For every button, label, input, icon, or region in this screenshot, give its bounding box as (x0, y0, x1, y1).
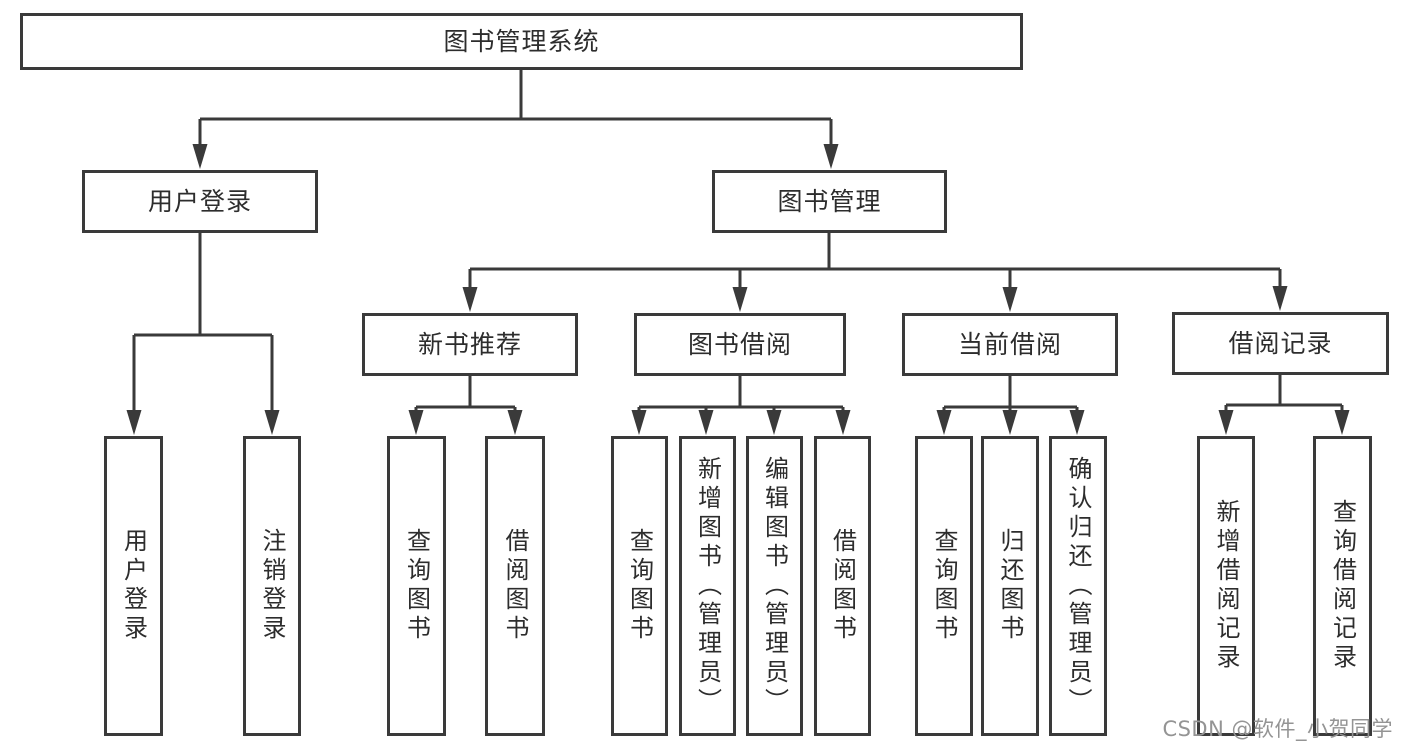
arrow-down-icon (631, 410, 647, 435)
arrow-down-icon (835, 410, 851, 435)
arrow-down-icon (1069, 410, 1085, 435)
node-leaf-borrow-books-1: 借阅图书 (485, 436, 545, 736)
node-label: 注销登录 (258, 528, 286, 644)
node-leaf-edit-book-admin: 编辑图书（管理员） (746, 436, 803, 736)
node-label: 图书借阅 (687, 329, 792, 359)
node-label: 图书管理系统 (443, 26, 600, 56)
arrow-down-icon (698, 410, 714, 435)
node-leaf-query-borrow-record: 查询借阅记录 (1313, 436, 1372, 736)
node-label: 查询图书 (402, 528, 431, 644)
node-new-book-recommend: 新书推荐 (362, 313, 578, 376)
arrow-down-icon (1218, 410, 1234, 435)
node-leaf-user-login: 用户登录 (104, 436, 163, 736)
arrow-down-icon (1002, 410, 1018, 435)
node-leaf-borrow-books-2: 借阅图书 (814, 436, 871, 736)
node-label: 编辑图书（管理员） (760, 455, 789, 717)
node-leaf-query-books-3: 查询图书 (915, 436, 973, 736)
node-leaf-add-book-admin: 新增图书（管理员） (679, 436, 736, 736)
node-leaf-query-books-2: 查询图书 (611, 436, 668, 736)
node-book-borrowing: 图书借阅 (634, 313, 846, 376)
node-user-login: 用户登录 (82, 170, 318, 233)
arrow-down-icon (507, 410, 523, 435)
arrow-down-icon (264, 410, 280, 435)
node-label: 新书推荐 (417, 329, 522, 359)
node-current-borrowing: 当前借阅 (902, 313, 1118, 376)
node-label: 当前借阅 (957, 329, 1062, 359)
node-leaf-return-books: 归还图书 (981, 436, 1039, 736)
node-label: 借阅图书 (501, 528, 529, 644)
node-book-management: 图书管理 (712, 170, 947, 233)
arrow-down-icon (462, 287, 478, 312)
node-label: 归还图书 (996, 528, 1024, 644)
node-borrowing-records: 借阅记录 (1172, 312, 1389, 375)
arrow-down-icon (192, 144, 208, 169)
arrow-down-icon (823, 144, 839, 169)
node-label: 查询图书 (930, 528, 958, 644)
node-system-root: 图书管理系统 (20, 13, 1023, 70)
node-label: 图书管理 (777, 186, 882, 216)
arrow-down-icon (766, 410, 782, 435)
node-leaf-confirm-return-admin: 确认归还（管理员） (1049, 436, 1107, 736)
arrow-down-icon (936, 410, 952, 435)
node-label: 新增图书（管理员） (693, 455, 722, 717)
arrow-down-icon (1272, 286, 1288, 311)
arrow-down-icon (126, 410, 142, 435)
node-label: 查询图书 (625, 528, 654, 644)
node-label: 用户登录 (119, 528, 148, 644)
arrow-down-icon (1002, 287, 1018, 312)
arrow-down-icon (408, 410, 424, 435)
node-label: 用户登录 (147, 186, 252, 216)
csdn-watermark: CSDN @软件_小贺同学 (1162, 717, 1393, 741)
node-label: 查询借阅记录 (1328, 499, 1357, 673)
node-label: 确认归还（管理员） (1064, 455, 1092, 717)
node-leaf-logout: 注销登录 (243, 436, 301, 736)
node-label: 新增借阅记录 (1212, 499, 1240, 673)
node-leaf-add-borrow-record: 新增借阅记录 (1197, 436, 1255, 736)
node-label: 借阅记录 (1228, 328, 1333, 358)
node-leaf-query-books-1: 查询图书 (387, 436, 446, 736)
node-label: 借阅图书 (828, 528, 857, 644)
arrow-down-icon (1334, 410, 1350, 435)
arrow-down-icon (732, 287, 748, 312)
